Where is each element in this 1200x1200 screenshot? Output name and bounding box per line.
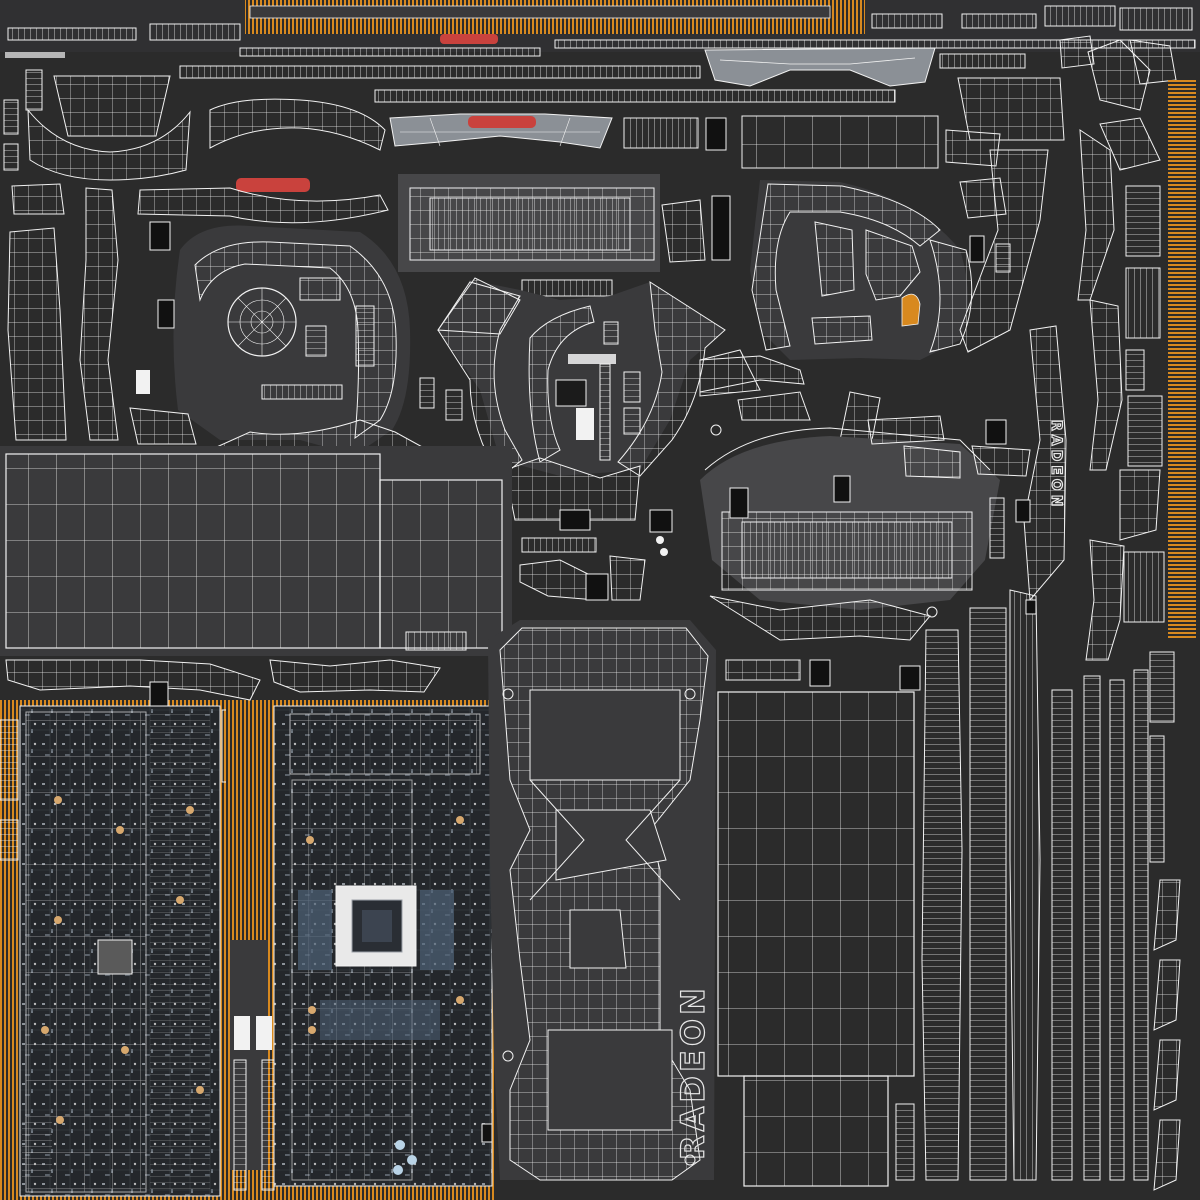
mid-left-curves — [5, 659, 441, 701]
backplate-panel-left — [0, 446, 512, 656]
main-shroud: RADEON — [488, 620, 716, 1181]
radeon-logo-main: RADEON — [674, 984, 712, 1160]
right-edge-teeth — [1168, 80, 1196, 640]
right-side-strips — [957, 35, 1177, 661]
cooler-core-top — [398, 174, 660, 297]
fan-island-right — [699, 115, 1007, 393]
fan-island-left — [173, 225, 411, 455]
fan-blade-cluster — [865, 229, 921, 301]
vertical-rails — [921, 589, 1165, 1181]
cooler-core-mid — [521, 415, 1031, 641]
pcb-board-center — [226, 700, 496, 1200]
right-component-columns — [1123, 80, 1196, 723]
shroud-plate-top — [704, 47, 936, 87]
radeon-logo-side: RADEON — [1048, 420, 1064, 510]
red-accent-strip — [440, 34, 498, 44]
top-strip — [0, 0, 1200, 58]
right-bottom-brackets — [1153, 879, 1181, 1191]
shroud-plate-mid — [389, 113, 613, 149]
backplate-panel-right — [717, 659, 915, 1187]
horizontal-rails — [179, 53, 1026, 103]
small-parts — [3, 69, 1037, 1180]
red-accent-left — [236, 178, 310, 192]
fan-island-center — [437, 280, 726, 479]
